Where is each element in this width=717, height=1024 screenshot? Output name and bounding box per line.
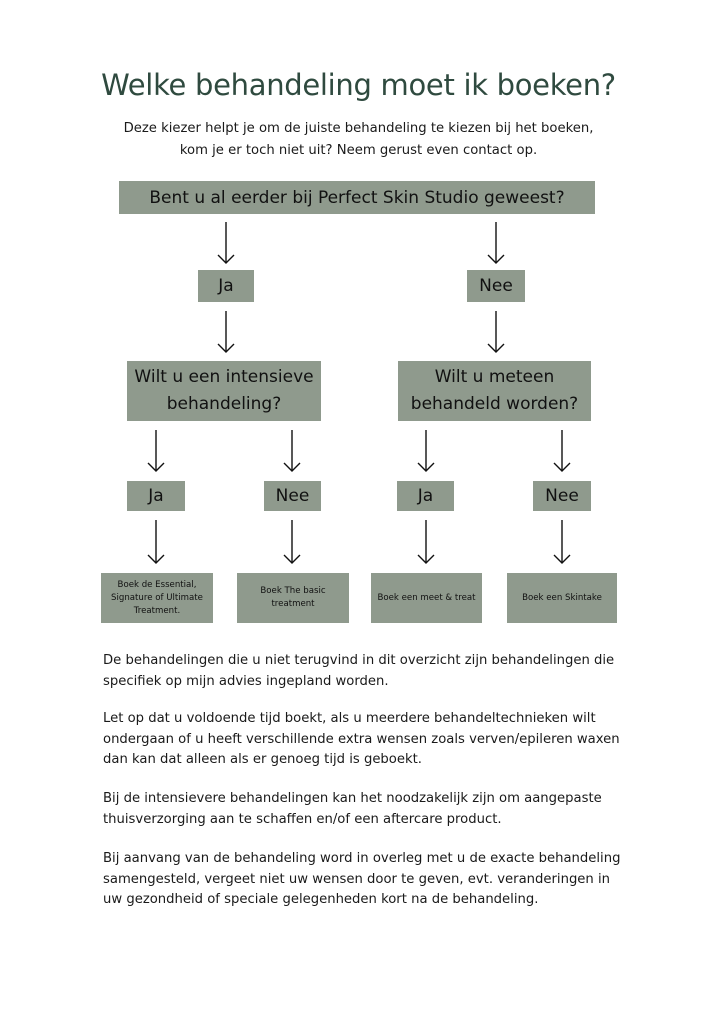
answer-no-intensive: Nee: [264, 481, 321, 511]
arrow-down-icon: [147, 430, 165, 472]
arrow-down-icon: [217, 311, 235, 353]
answer-no-immediate: Nee: [533, 481, 591, 511]
answer-no-visited: Nee: [467, 270, 525, 302]
answer-yes-intensive: Ja: [127, 481, 185, 511]
info-paragraph-1: De behandelingen die u niet terugvind in…: [103, 653, 615, 689]
result-meet-and-treat: Boek een meet & treat: [371, 573, 482, 623]
info-paragraph-3: Bij de intensievere behandelingen kan he…: [103, 791, 602, 827]
answer-yes-visited: Ja: [198, 270, 254, 302]
question-visited-before: Bent u al eerder bij Perfect Skin Studio…: [119, 181, 595, 214]
arrow-down-icon: [147, 520, 165, 564]
arrow-down-icon: [217, 222, 235, 264]
arrow-down-icon: [283, 430, 301, 472]
result-basic-treatment: Boek The basic treatment: [237, 573, 349, 623]
arrow-down-icon: [487, 311, 505, 353]
result-essential-signature-ultimate: Boek de Essential, Signature of Ultimate…: [101, 573, 213, 623]
arrow-down-icon: [487, 222, 505, 264]
question-intensive-treatment: Wilt u een intensieve behandeling?: [127, 361, 321, 421]
arrow-down-icon: [417, 520, 435, 564]
info-paragraph-4: Bij aanvang van de behandeling word in o…: [103, 851, 621, 907]
result-skintake: Boek een Skintake: [507, 573, 617, 623]
page-title: Welke behandeling moet ik boeken?: [101, 68, 616, 102]
info-paragraph-2: Let op dat u voldoende tijd boekt, als u…: [103, 711, 620, 767]
question-immediate-treatment: Wilt u meteen behandeld worden?: [398, 361, 591, 421]
arrow-down-icon: [553, 520, 571, 564]
arrow-down-icon: [553, 430, 571, 472]
intro-text: Deze kiezer helpt je om de juiste behand…: [123, 121, 594, 158]
arrow-down-icon: [283, 520, 301, 564]
arrow-down-icon: [417, 430, 435, 472]
answer-yes-immediate: Ja: [397, 481, 454, 511]
